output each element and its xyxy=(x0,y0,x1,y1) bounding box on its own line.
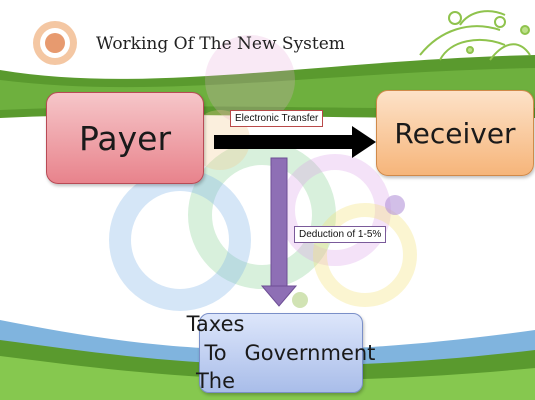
payer-node: Payer xyxy=(46,92,204,184)
government-node-line-2: Government xyxy=(244,340,376,365)
transfer-arrow xyxy=(214,126,376,158)
deduction-label: Deduction of 1-5% xyxy=(294,226,387,243)
receiver-node: Receiver xyxy=(376,90,534,176)
slide-title: Working Of The New System xyxy=(96,34,345,54)
government-node-line-1: Taxes To The xyxy=(186,312,245,394)
flourish-decoration-icon xyxy=(419,10,531,61)
deduction-arrow xyxy=(260,157,298,307)
transfer-label: Electronic Transfer xyxy=(230,110,324,127)
government-node: Taxes To The Government xyxy=(187,312,376,393)
logo-ring-icon xyxy=(33,21,77,65)
